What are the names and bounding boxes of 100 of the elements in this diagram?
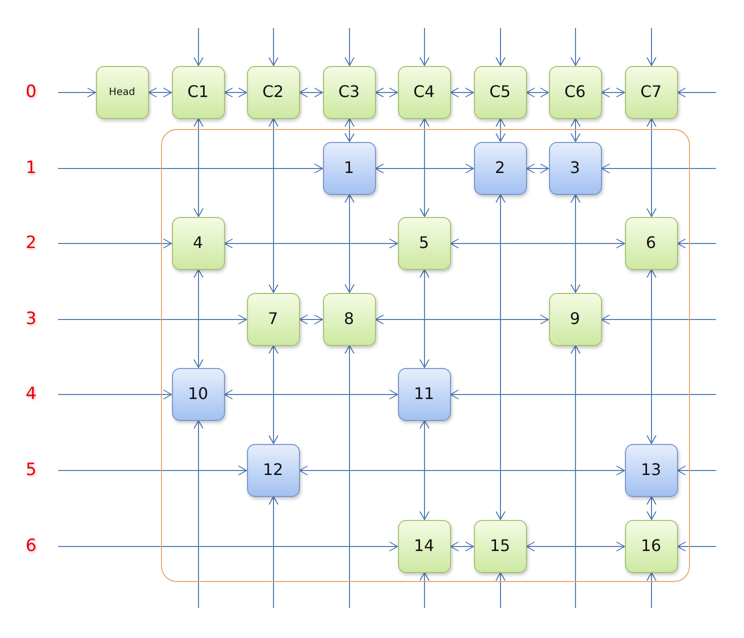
node-box <box>398 66 450 118</box>
node-box <box>322 142 376 194</box>
double-arrow <box>570 194 580 293</box>
node-box <box>172 216 224 270</box>
node-label: 6 <box>646 234 656 252</box>
arrow <box>677 238 716 248</box>
arrow <box>450 390 716 400</box>
row-number: 1 <box>24 158 38 178</box>
arrow <box>496 572 506 608</box>
node-label: C1 <box>187 83 209 101</box>
node-box <box>624 66 678 118</box>
arrow <box>58 314 247 324</box>
double-arrow <box>268 118 278 293</box>
node-box <box>624 216 678 270</box>
double-arrow <box>570 118 580 142</box>
node-label: 10 <box>188 385 208 403</box>
arrow <box>58 238 172 248</box>
double-arrow <box>450 88 474 98</box>
arrow <box>677 88 716 98</box>
double-arrow <box>375 164 474 174</box>
node-box <box>548 142 602 194</box>
node-box <box>548 292 602 346</box>
double-arrow <box>344 118 354 142</box>
double-arrow <box>194 269 204 368</box>
arrow <box>570 345 580 608</box>
double-arrow <box>224 390 398 400</box>
double-arrow <box>268 345 278 444</box>
arrow <box>58 542 398 552</box>
double-arrow <box>299 88 323 98</box>
arrow <box>58 88 96 98</box>
row-number: 4 <box>24 384 38 404</box>
double-arrow <box>526 88 549 98</box>
node-box <box>474 142 526 194</box>
node-box <box>548 66 602 118</box>
node-label: 1 <box>344 159 354 177</box>
double-arrow <box>194 118 204 217</box>
arrow <box>601 314 716 324</box>
double-arrow <box>224 238 398 248</box>
double-arrow <box>646 269 656 444</box>
node-label: 2 <box>494 159 506 177</box>
double-arrow <box>375 88 398 98</box>
node-label: C3 <box>338 83 360 101</box>
double-arrow <box>224 88 247 98</box>
node-label: Head <box>108 86 136 98</box>
node-box <box>172 368 224 420</box>
double-arrow <box>420 269 430 368</box>
double-arrow <box>496 194 506 520</box>
node-label: 11 <box>414 385 434 403</box>
row-number: 3 <box>24 309 38 329</box>
node-label: C4 <box>413 83 435 101</box>
node-box <box>96 66 148 118</box>
node-label: 9 <box>570 310 580 328</box>
double-arrow <box>299 466 625 476</box>
node-label: C7 <box>640 83 662 101</box>
node-box <box>172 66 224 118</box>
node-box <box>474 520 526 572</box>
double-arrow <box>646 496 656 520</box>
node-label: C5 <box>489 83 511 101</box>
arrow <box>268 28 278 66</box>
group-frame <box>161 129 690 582</box>
row-number: 5 <box>24 460 38 480</box>
arrow <box>194 420 204 608</box>
double-arrow <box>450 238 625 248</box>
double-arrow <box>148 88 172 98</box>
double-arrow <box>299 314 323 324</box>
node-box <box>322 66 376 118</box>
node-box <box>474 66 526 118</box>
arrow <box>570 28 580 66</box>
node-label: 4 <box>192 234 204 252</box>
node-label: 5 <box>418 234 430 252</box>
arrow <box>344 345 354 608</box>
double-arrow <box>646 118 656 217</box>
arrow <box>646 572 656 608</box>
node-label: 13 <box>640 461 662 479</box>
arrow <box>601 164 716 174</box>
node-box <box>398 520 450 572</box>
node-box <box>624 444 678 496</box>
row-number: 6 <box>24 536 38 556</box>
double-arrow <box>526 164 549 174</box>
arrow <box>677 466 716 476</box>
arrow <box>58 466 247 476</box>
double-arrow <box>420 420 430 520</box>
arrow <box>268 496 278 608</box>
arrow <box>496 28 506 66</box>
arrow <box>344 28 354 66</box>
node-box <box>624 520 678 572</box>
double-arrow <box>601 88 625 98</box>
node-label: C6 <box>564 83 586 101</box>
double-arrow <box>450 542 474 552</box>
arrow <box>58 390 172 400</box>
arrow <box>420 28 430 66</box>
arrow <box>420 572 430 608</box>
row-number: 2 <box>24 233 38 253</box>
arrow <box>194 28 204 66</box>
node-box <box>398 216 450 270</box>
node-box <box>246 444 300 496</box>
node-label: 3 <box>570 159 580 177</box>
arrow <box>58 164 323 174</box>
node-box <box>246 66 300 118</box>
double-arrow <box>496 118 506 142</box>
